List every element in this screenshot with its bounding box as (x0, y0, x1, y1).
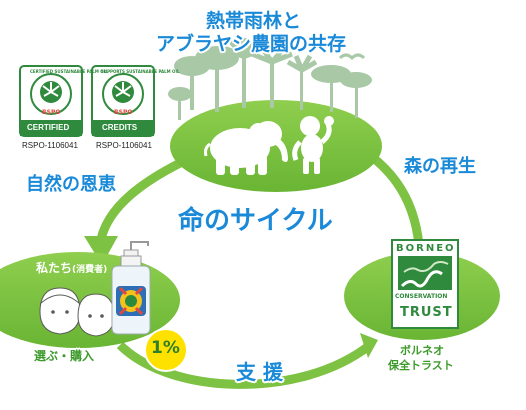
rspo-credits-logo (91, 65, 155, 137)
rspo-credits-ring-text: SUPPORTS SUSTAINABLE PALM OIL (101, 69, 180, 74)
consumer-title-note: (消費者) (72, 265, 108, 275)
left-arrow-label: 自然の恩恵 (26, 174, 116, 195)
title-line-1: 熱帯雨林と (206, 10, 302, 32)
rspo-certified-label: CERTIFIED (27, 123, 70, 132)
rspo-certified-code: RSPO-1106041 (22, 141, 78, 150)
trust-scene (344, 239, 500, 340)
trust-caption-line-1: ボルネオ (400, 344, 444, 357)
trust-logo-mid: CONSERVATION (395, 293, 448, 300)
forest-scene (168, 38, 382, 192)
trust-caption-line-2: 保全トラスト (388, 359, 454, 372)
bottom-arrow-label: 支 援 (236, 360, 283, 384)
rspo-certified-ring-text: CERTIFIED SUSTAINABLE PALM OIL (30, 69, 108, 74)
rspo-certified-logo (19, 65, 83, 137)
rspo-credits-mark: RSPO (114, 109, 133, 116)
arrow-bottom-head (360, 333, 378, 358)
consumer-action: 選ぶ・購入 (34, 349, 95, 363)
rspo-certified-mark: RSPO (42, 109, 61, 116)
percent-label: 1% (151, 338, 180, 358)
trust-logo-bottom: TRUST (400, 305, 453, 320)
title-line-2: アブラヤシ農園の共存 (156, 33, 347, 55)
consumer-title-main: 私たち (36, 261, 73, 275)
rspo-credits-code: RSPO-1106041 (96, 141, 152, 150)
percent-badge (144, 328, 188, 372)
center-label: 命のサイクル (178, 206, 333, 236)
rspo-credits-label: CREDITS (102, 123, 138, 132)
right-arrow-label: 森の再生 (404, 156, 476, 177)
arrow-bottom-arc (116, 341, 373, 389)
trust-logo-top: BORNEO (396, 243, 456, 254)
consumer-title: 私たち(消費者) (36, 262, 107, 275)
arrow-left-head (84, 236, 118, 265)
consumer-scene (0, 241, 180, 348)
soap-bottle (111, 241, 151, 335)
